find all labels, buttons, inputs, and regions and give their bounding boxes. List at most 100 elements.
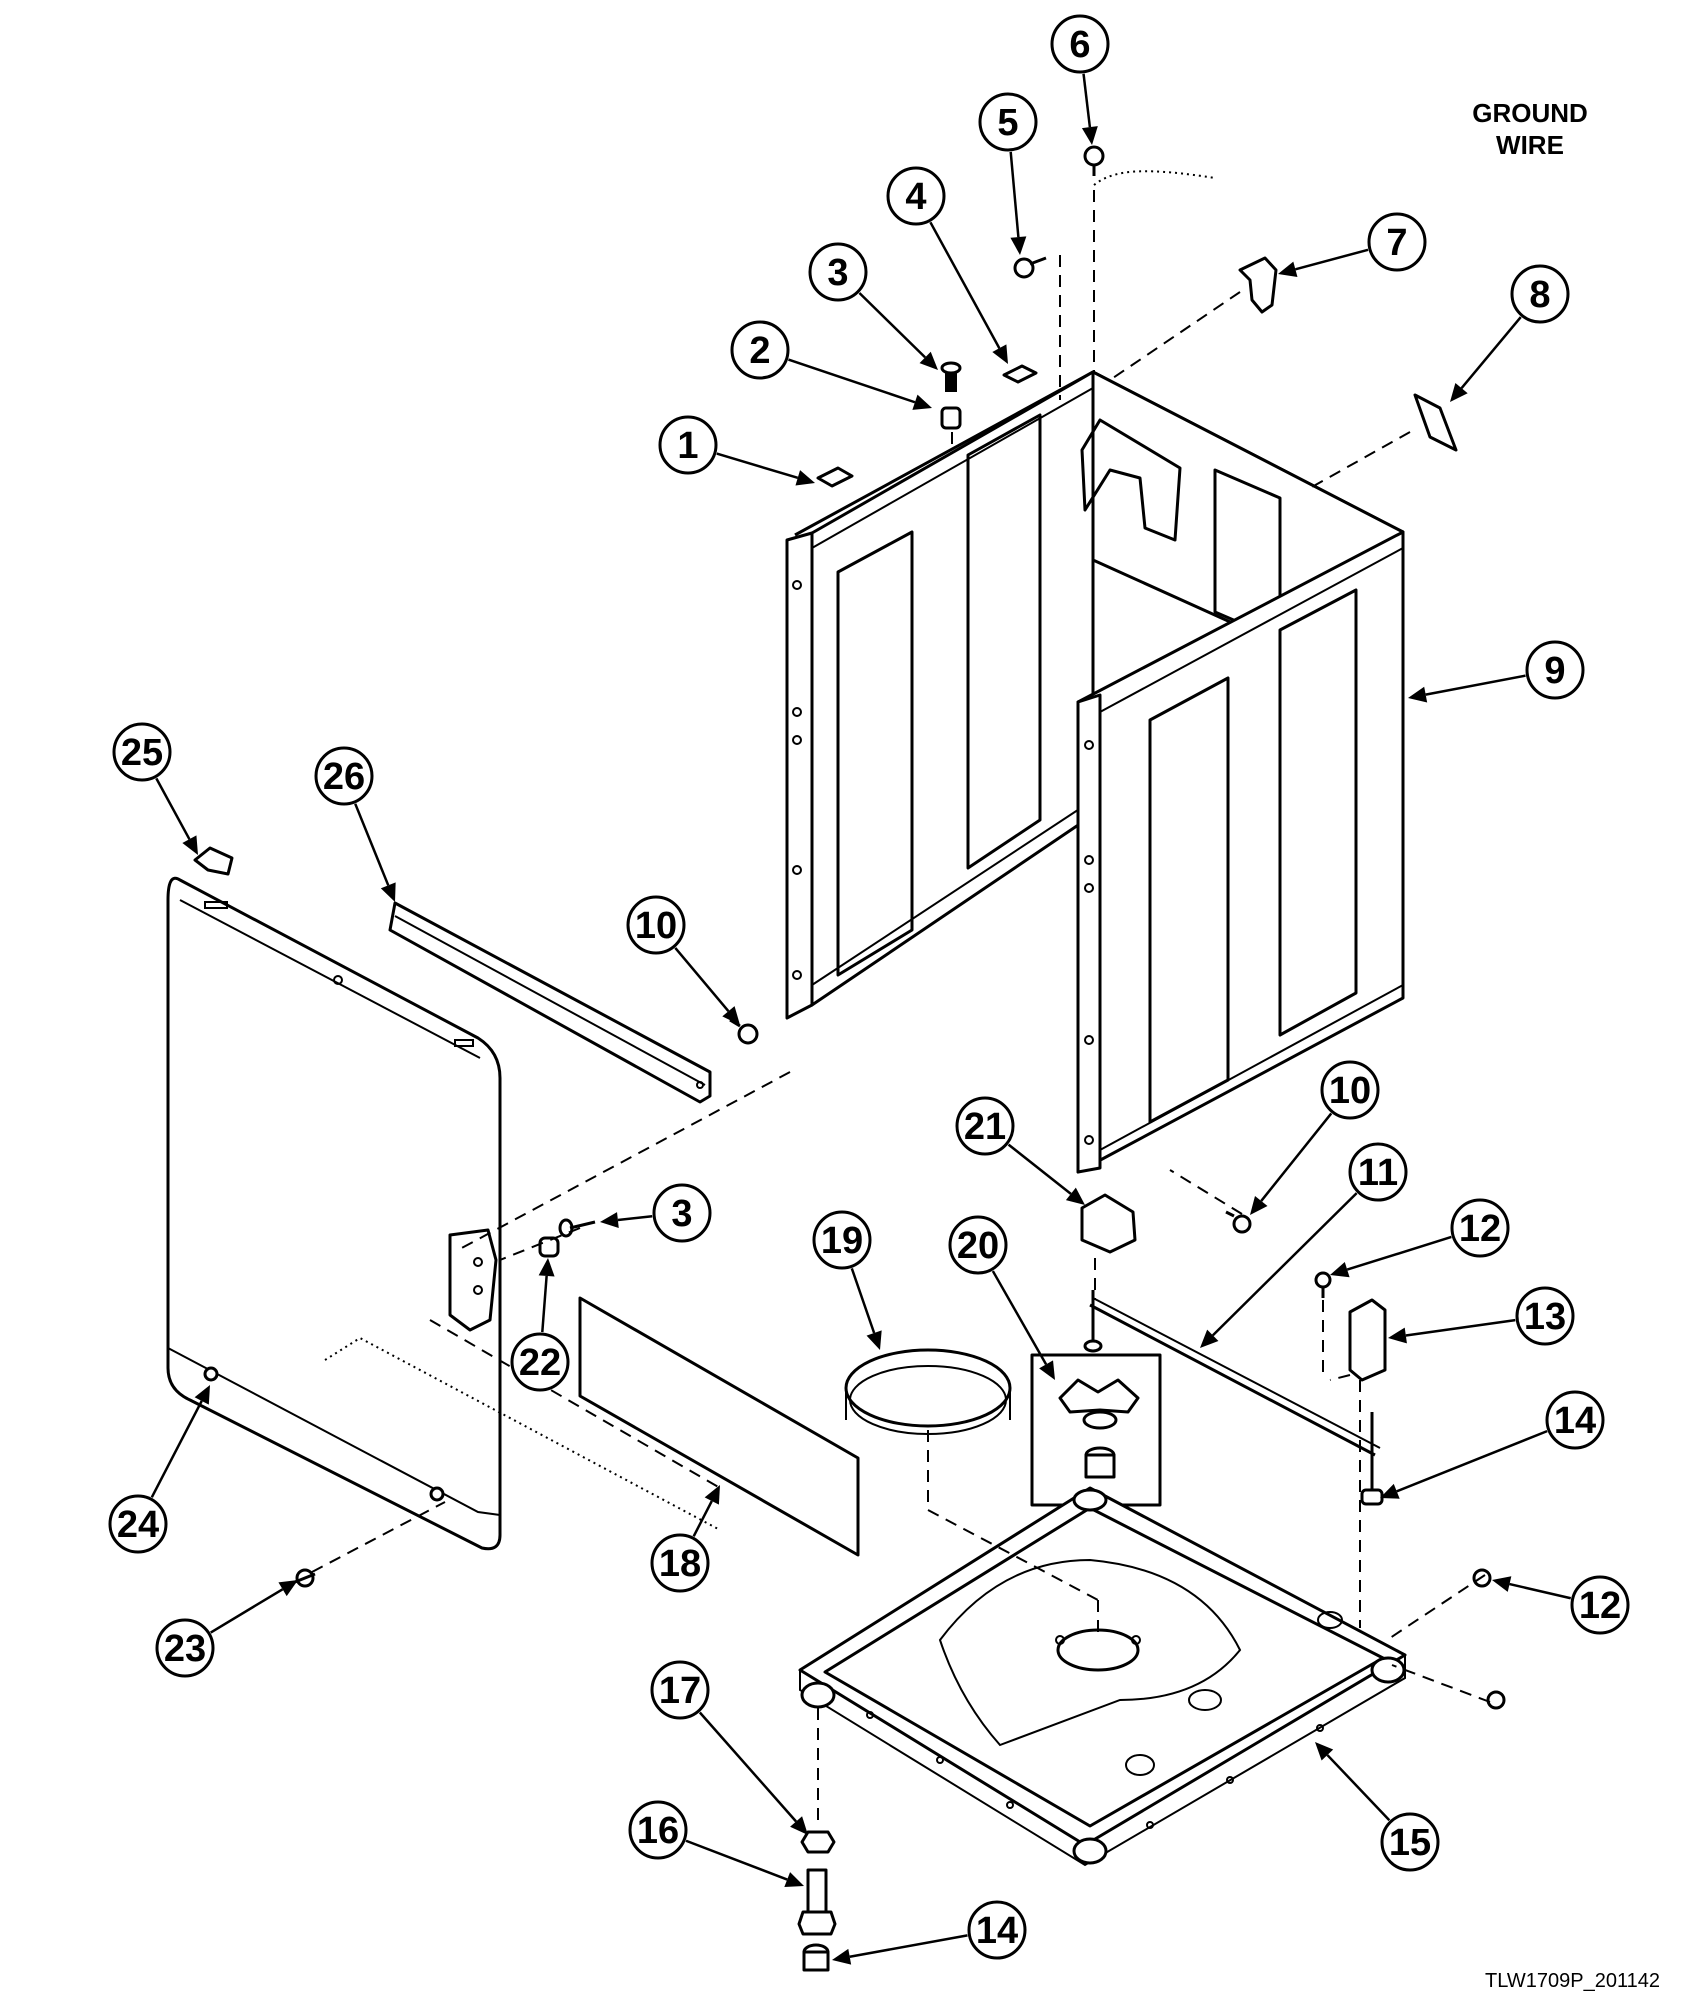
leader-line (1405, 1318, 1516, 1337)
leader-arrowhead (784, 1872, 804, 1888)
callout-circle (1348, 1142, 1408, 1202)
leader-arrowhead (194, 1385, 210, 1405)
leader-line (1326, 1754, 1391, 1822)
callout-c14a: 14 (1545, 1390, 1605, 1450)
leader-line (685, 1839, 788, 1881)
leader-arrowhead (1315, 1742, 1334, 1761)
leader-line (210, 1588, 284, 1634)
callout-c13: 13 (1515, 1286, 1575, 1346)
callout-circle (730, 320, 790, 380)
callout-c17: 17 (650, 1660, 710, 1720)
callout-circle (510, 1332, 570, 1392)
callout-circle (1320, 1060, 1380, 1120)
leader-line (674, 947, 730, 1013)
callout-circle (652, 1183, 712, 1243)
callout-circle (1450, 1198, 1510, 1258)
leader-arrowhead (278, 1580, 298, 1597)
leader-line (1396, 1429, 1548, 1493)
callout-circle (650, 1660, 710, 1720)
callout-circle (1050, 14, 1110, 74)
leveling-foot-parts (797, 1830, 837, 1972)
callout-c25: 25 (112, 722, 172, 782)
callout-c3a: 3 (808, 242, 868, 302)
leader-line (1260, 1112, 1333, 1202)
callout-circle (1515, 1286, 1575, 1346)
leader-arrowhead (1250, 1195, 1268, 1215)
callout-c5: 5 (978, 92, 1038, 152)
leader-line (155, 777, 191, 840)
callout-c22: 22 (510, 1332, 570, 1392)
leader-arrowhead (866, 1330, 882, 1350)
callout-number: 2 (749, 330, 770, 372)
kit-box-part (1030, 1353, 1162, 1507)
callout-c2: 2 (730, 320, 790, 380)
callout-number: 22 (519, 1342, 561, 1384)
callout-circle (658, 415, 718, 475)
leader-line (698, 1711, 798, 1823)
leader-arrowhead (1408, 686, 1428, 703)
leader-arrows (150, 73, 1572, 1965)
leader-line (1211, 1192, 1358, 1337)
callout-c21: 21 (955, 1096, 1015, 1156)
callout-number: 13 (1524, 1296, 1566, 1338)
base-part (798, 1430, 1491, 1867)
callout-c8: 8 (1510, 264, 1570, 324)
callout-circle (628, 1800, 688, 1860)
callout-circle (626, 895, 686, 955)
callout-c26: 26 (314, 746, 374, 806)
rod-part (1083, 1290, 1384, 1506)
leader-line (1460, 316, 1522, 389)
leader-arrowhead (919, 351, 938, 370)
leader-line (991, 1270, 1048, 1365)
callout-circle (650, 1533, 710, 1593)
callout-number: 20 (957, 1225, 999, 1267)
callout-number: 23 (164, 1628, 206, 1670)
callout-c19: 19 (812, 1210, 872, 1270)
callout-number: 8 (1529, 274, 1550, 316)
callout-c4: 4 (886, 166, 946, 226)
callout-number: 19 (821, 1220, 863, 1262)
callout-circle (1570, 1575, 1630, 1635)
callout-circle (314, 746, 374, 806)
callout-number: 5 (997, 102, 1018, 144)
callout-c12a: 12 (1450, 1198, 1510, 1258)
leader-line (1007, 1143, 1072, 1195)
drawing-code: TLW1709P_201142 (1485, 1970, 1660, 1992)
leader-arrowhead (538, 1258, 555, 1277)
callout-c23: 23 (155, 1618, 215, 1678)
callout-circle (808, 242, 868, 302)
leader-line (1295, 248, 1369, 271)
callout-circle (108, 1494, 168, 1554)
leader-arrowhead (1380, 1483, 1400, 1499)
callout-c7: 7 (1367, 212, 1427, 272)
leader-line (788, 358, 916, 404)
callout-number: 11 (1358, 1152, 1398, 1194)
callout-number: 6 (1069, 24, 1090, 66)
leader-line (354, 803, 390, 886)
callout-c9: 9 (1525, 640, 1585, 700)
callout-circle (886, 166, 946, 226)
leader-line (1509, 1582, 1572, 1600)
callout-c20: 20 (948, 1215, 1008, 1275)
leader-arrowhead (1278, 261, 1298, 278)
callout-number: 1 (677, 425, 698, 467)
callout-c3b: 3 (652, 1183, 712, 1243)
callout-c18: 18 (650, 1533, 710, 1593)
callout-circle (1367, 212, 1427, 272)
leader-line (150, 1400, 203, 1498)
leader-arrowhead (1081, 126, 1098, 145)
leader-line (858, 292, 927, 359)
callout-c16: 16 (628, 1800, 688, 1860)
callout-number: 12 (1459, 1208, 1501, 1250)
callout-circle (948, 1215, 1008, 1275)
callout-number: 21 (964, 1106, 1006, 1148)
ground-wire-label-line2: WIRE (1496, 130, 1564, 160)
leader-arrowhead (1065, 1187, 1085, 1205)
front-panel-part (166, 846, 712, 1551)
callout-c10a: 10 (626, 895, 686, 955)
callout-c6: 6 (1050, 14, 1110, 74)
callout-number: 25 (121, 732, 163, 774)
callout-number: 10 (635, 905, 677, 947)
